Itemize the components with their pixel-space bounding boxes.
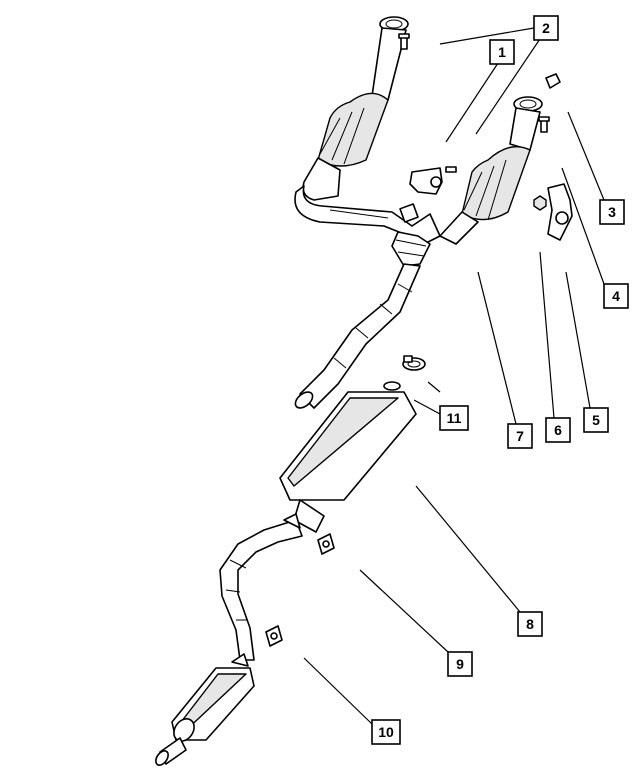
callout-6: 6 xyxy=(545,417,571,443)
callout-label: 11 xyxy=(447,410,462,426)
callout-5: 5 xyxy=(583,407,609,433)
callout-8: 8 xyxy=(517,611,543,637)
callout-label: 10 xyxy=(378,724,394,740)
isolator-9 xyxy=(317,533,335,555)
nut-part xyxy=(533,195,547,211)
callout-label: 4 xyxy=(612,288,620,304)
callout-label: 3 xyxy=(608,204,616,220)
bolt-icon xyxy=(398,33,410,50)
callout-label: 6 xyxy=(554,422,562,438)
isolator-bracket-right xyxy=(547,183,573,241)
left-catalytic-converter xyxy=(302,16,410,201)
hanger-bracket-center xyxy=(409,166,457,195)
resonator xyxy=(155,653,255,766)
nut-clip-part xyxy=(545,73,561,89)
callout-label: 5 xyxy=(592,412,600,428)
bolt-icon xyxy=(445,166,457,173)
callout-label: 2 xyxy=(542,20,550,36)
callout-10: 10 xyxy=(371,719,401,745)
callout-2: 2 xyxy=(533,15,559,41)
leader-lines xyxy=(303,27,605,725)
callout-label: 1 xyxy=(498,44,506,60)
callout-3: 3 xyxy=(599,199,625,225)
callout-label: 7 xyxy=(516,428,524,444)
callout-1: 1 xyxy=(489,39,515,65)
muffler xyxy=(279,381,417,533)
callout-9: 9 xyxy=(447,651,473,677)
bolt-icon xyxy=(538,116,550,133)
callout-4: 4 xyxy=(603,283,629,309)
callout-label: 8 xyxy=(526,616,534,632)
callout-7: 7 xyxy=(507,423,533,449)
tailpipe xyxy=(219,513,303,661)
muffler-clamp xyxy=(402,355,426,371)
right-catalytic-converter xyxy=(439,96,550,245)
callout-11: 11 xyxy=(439,405,469,431)
intermediate-pipe xyxy=(294,263,421,409)
isolator-10 xyxy=(265,625,283,647)
callout-label: 9 xyxy=(456,656,464,672)
y-pipe-crossover xyxy=(294,185,441,267)
